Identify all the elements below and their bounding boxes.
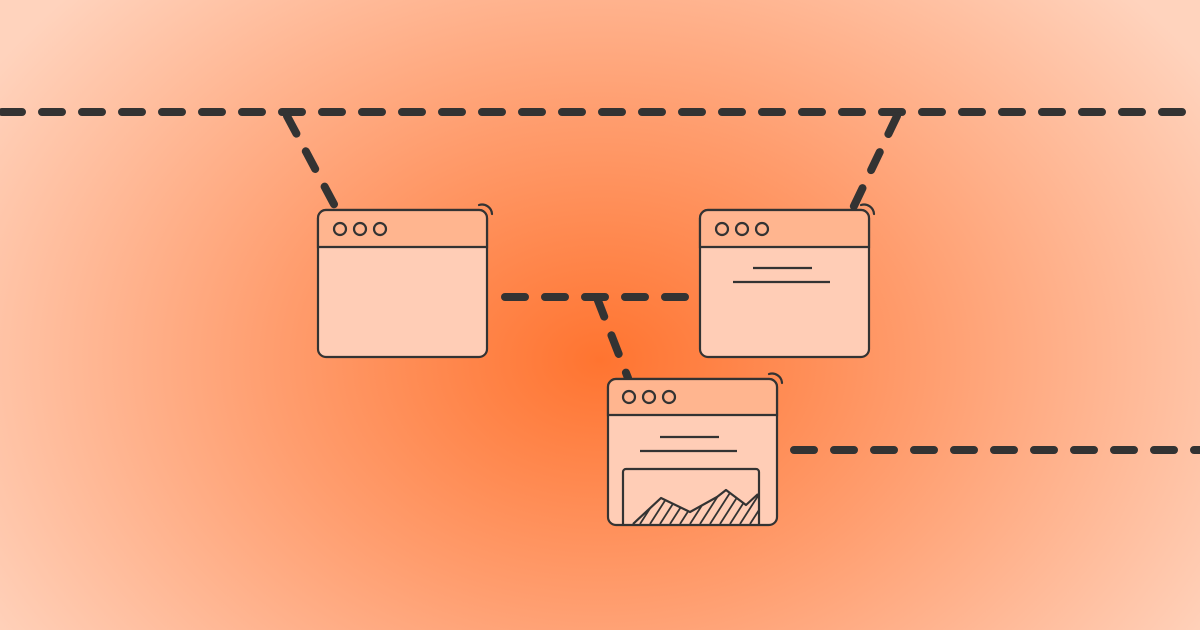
mountain-outline xyxy=(632,488,759,525)
signal-arc-icon xyxy=(859,203,876,216)
signal-arc-icon xyxy=(477,203,494,216)
text-window xyxy=(698,203,876,359)
hatch-line xyxy=(749,490,758,524)
signal-arc-icon xyxy=(767,372,784,385)
branch-connector xyxy=(593,294,632,382)
window-dots-icon xyxy=(714,221,770,237)
right-diagonal-connector xyxy=(849,112,901,212)
window-dots-icon xyxy=(621,389,677,405)
window-dots-icon xyxy=(332,221,388,237)
hatch-line xyxy=(739,490,758,524)
blank-window xyxy=(316,203,494,359)
image-window xyxy=(606,372,784,527)
left-diagonal-connector xyxy=(283,112,340,212)
